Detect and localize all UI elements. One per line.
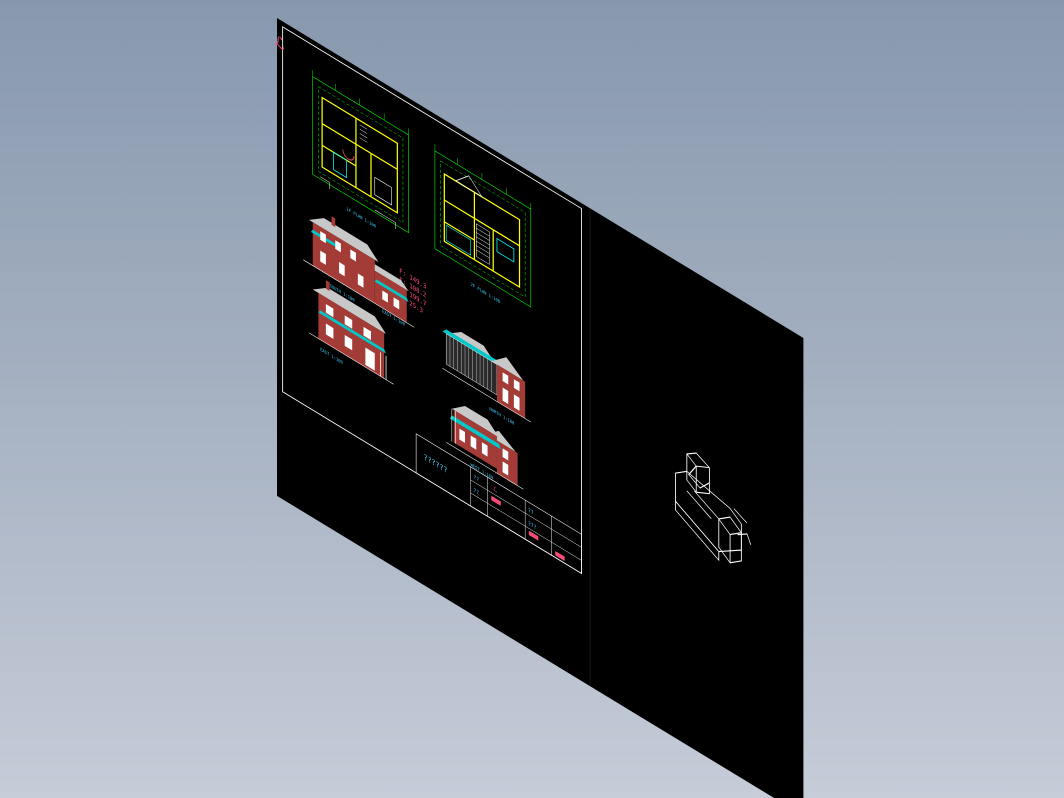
drawing-sheet[interactable]: ℒ 1F PLAN 1:100 2F PLAN 1:100 bbox=[275, 17, 804, 798]
corner-mark: ℒ bbox=[275, 31, 284, 55]
title-block-cell-c: ?? bbox=[473, 487, 479, 496]
title-block-cell-b: ℒ bbox=[493, 484, 497, 495]
title-block-cell-d: ?? bbox=[528, 508, 534, 517]
wireframe-3d-model bbox=[675, 452, 752, 564]
east-elevation: EAST 1:100 EAST 1:100 bbox=[308, 280, 405, 385]
north-elevation: NORTH 1:100 bbox=[442, 329, 531, 427]
title-block-cell-e: ??? bbox=[528, 521, 536, 532]
title-block-cell-a: ?? bbox=[473, 474, 479, 483]
